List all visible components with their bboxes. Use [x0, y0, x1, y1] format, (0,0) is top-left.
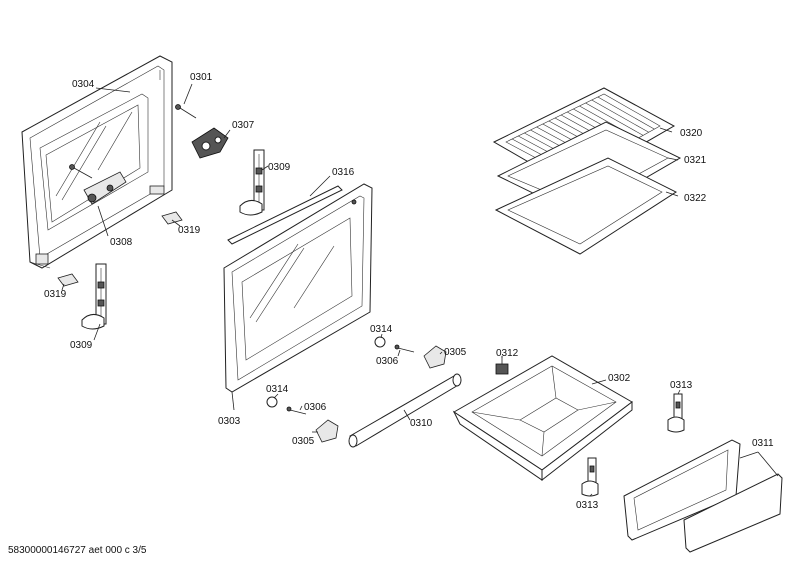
door-handle-bar	[348, 373, 462, 448]
inner-door-frame	[21, 55, 173, 269]
rack-wire	[585, 102, 644, 136]
label-0307: 0307	[232, 120, 255, 131]
fixing-parts-lower	[266, 396, 339, 443]
side-runner-right	[667, 393, 685, 433]
drawer-panels	[623, 439, 783, 553]
leader-lines	[61, 83, 779, 497]
label-0311: 0311	[752, 438, 774, 449]
label-0313-right: 0313	[670, 380, 693, 391]
label-0319-right: 0319	[178, 225, 201, 236]
label-0304: 0304	[72, 79, 95, 90]
label-0305-upper: 0305	[444, 347, 467, 358]
label-0309-upper: 0309	[268, 162, 291, 173]
drawing-reference: 58300000146727 aet 000 c 3/5	[8, 545, 147, 556]
hinge-blocks	[69, 104, 229, 179]
label-0302: 0302	[608, 373, 631, 384]
label-0321: 0321	[684, 155, 707, 166]
label-0308: 0308	[110, 237, 133, 248]
rack-wire	[591, 99, 649, 133]
door-seal	[227, 185, 343, 245]
label-0305-lower: 0305	[292, 436, 315, 447]
label-0310: 0310	[410, 418, 433, 429]
part-labels: 0304 0301 0307 0309 0316 0308 0319 0319 …	[44, 72, 774, 511]
label-0314-upper: 0314	[370, 324, 393, 335]
clip-parts	[57, 211, 183, 287]
label-0303: 0303	[218, 416, 241, 427]
fixing-parts-upper	[374, 336, 447, 369]
label-0319-left: 0319	[44, 289, 67, 300]
side-runner-left	[581, 457, 599, 497]
label-0306-upper: 0306	[376, 356, 399, 367]
label-0322: 0322	[684, 193, 707, 204]
label-0312: 0312	[496, 348, 519, 359]
drip-pan	[452, 355, 633, 482]
label-0301: 0301	[190, 72, 213, 83]
label-0306-lower: 0306	[304, 402, 327, 413]
hinge-bar-lower	[81, 263, 107, 330]
label-0313-left: 0313	[576, 500, 599, 511]
label-0316: 0316	[332, 167, 355, 178]
label-0309-lower: 0309	[70, 340, 93, 351]
baking-tray-lower	[494, 157, 678, 255]
label-0314-lower: 0314	[266, 384, 289, 395]
rack-wire	[597, 96, 655, 130]
hinge-bar-upper	[239, 149, 265, 216]
outer-door-glass	[223, 183, 373, 393]
label-0320: 0320	[680, 128, 703, 139]
